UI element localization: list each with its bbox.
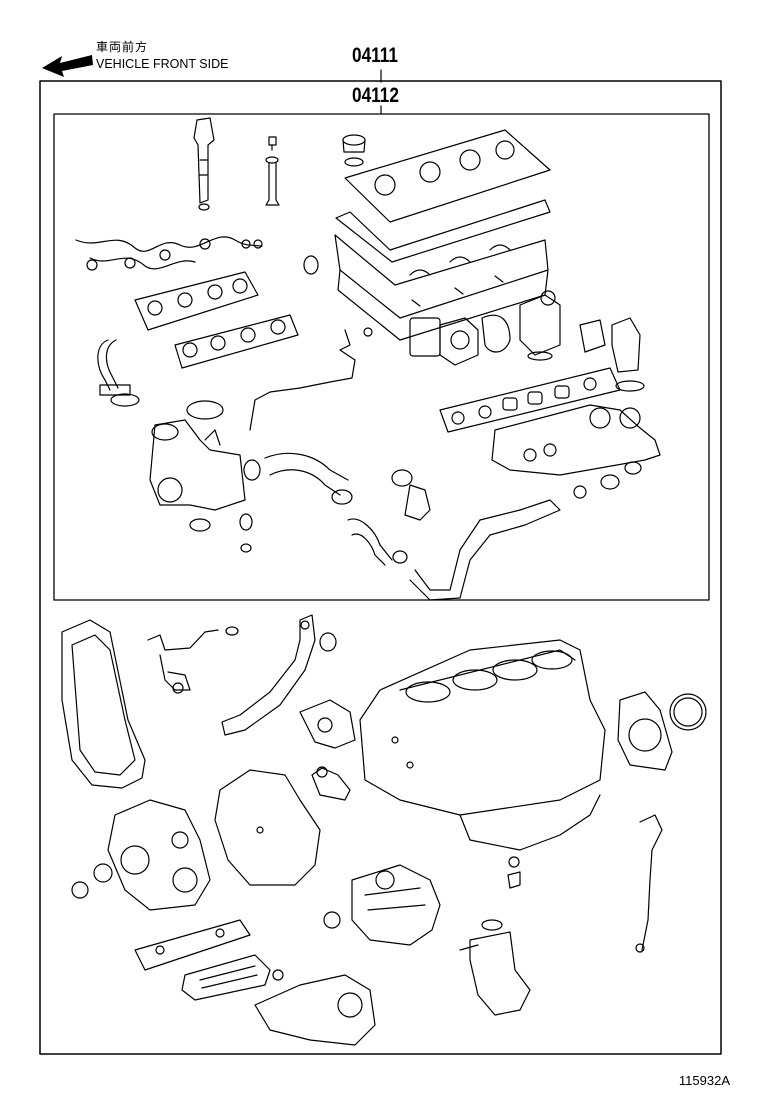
o-ring-part[interactable] bbox=[320, 633, 336, 651]
water-pump-gasket-part[interactable] bbox=[300, 700, 355, 748]
turbo-seal-part[interactable] bbox=[244, 460, 260, 480]
gasket-part[interactable] bbox=[312, 768, 350, 800]
oil-pump-part[interactable] bbox=[255, 975, 375, 1045]
exhaust-manifold-part[interactable] bbox=[492, 405, 660, 475]
inner-kit-frame bbox=[54, 114, 709, 600]
water-bypass-pipe-part[interactable] bbox=[222, 615, 315, 735]
rear-oil-seal-retainer-part[interactable] bbox=[618, 692, 706, 770]
vehicle-front-label-jp: 車両前方 bbox=[96, 40, 149, 54]
egr-pipe-part[interactable] bbox=[250, 328, 372, 430]
gasket-small-part[interactable] bbox=[625, 462, 641, 474]
part-number-inner-kit[interactable]: 04112 bbox=[352, 84, 399, 107]
oil-dipstick-part[interactable] bbox=[636, 815, 662, 952]
glow-plug-harness-part[interactable] bbox=[76, 237, 262, 270]
oil-level-sensor-part[interactable] bbox=[148, 627, 238, 693]
egr-valve-part[interactable] bbox=[410, 291, 644, 391]
oil-seal-part[interactable] bbox=[72, 882, 88, 898]
coolant-pipe-part[interactable] bbox=[348, 500, 560, 600]
part-number-outer-kit[interactable]: 04111 bbox=[352, 44, 398, 67]
water-outlet-part[interactable] bbox=[392, 470, 430, 520]
vehicle-front-arrow-icon bbox=[42, 55, 93, 77]
injector-part[interactable] bbox=[194, 118, 214, 210]
drain-plug-part[interactable] bbox=[508, 872, 520, 888]
seal-ring-part[interactable] bbox=[304, 256, 318, 274]
cylinder-block-part[interactable] bbox=[360, 640, 605, 850]
gasket-small-part[interactable] bbox=[574, 486, 586, 498]
head-cover-gasket-part[interactable] bbox=[336, 130, 550, 262]
oil-strainer-part[interactable] bbox=[460, 920, 530, 1015]
exhaust-manifold-gasket-part[interactable] bbox=[440, 368, 620, 432]
injection-pump-part[interactable] bbox=[324, 865, 440, 945]
oil-cooler-gasket-part[interactable] bbox=[135, 920, 250, 970]
gasket-small-part[interactable] bbox=[601, 475, 619, 489]
exhaust-pipe-part[interactable] bbox=[265, 453, 352, 504]
drain-plug-part[interactable] bbox=[509, 857, 519, 867]
cylinder-head-part[interactable] bbox=[335, 235, 548, 340]
vacuum-pipe-part[interactable] bbox=[98, 340, 139, 406]
oil-filler-cap-part[interactable] bbox=[343, 135, 365, 166]
illustration-id: 115932A bbox=[678, 1073, 730, 1088]
timing-belt-cover-part[interactable] bbox=[62, 620, 145, 788]
front-crankcase-gasket-part[interactable] bbox=[108, 800, 210, 910]
oil-seal-part[interactable] bbox=[94, 864, 112, 882]
timing-cover-part[interactable] bbox=[215, 770, 320, 885]
turbocharger-part[interactable] bbox=[150, 420, 252, 552]
outer-kit-frame bbox=[40, 81, 721, 1054]
vehicle-front-label-en: VEHICLE FRONT SIDE bbox=[96, 57, 229, 71]
oil-cooler-part[interactable] bbox=[182, 955, 283, 1000]
intake-manifold-gasket-part[interactable] bbox=[135, 272, 298, 368]
bolt-part[interactable] bbox=[266, 137, 279, 205]
turbo-gasket-part[interactable] bbox=[187, 401, 223, 419]
